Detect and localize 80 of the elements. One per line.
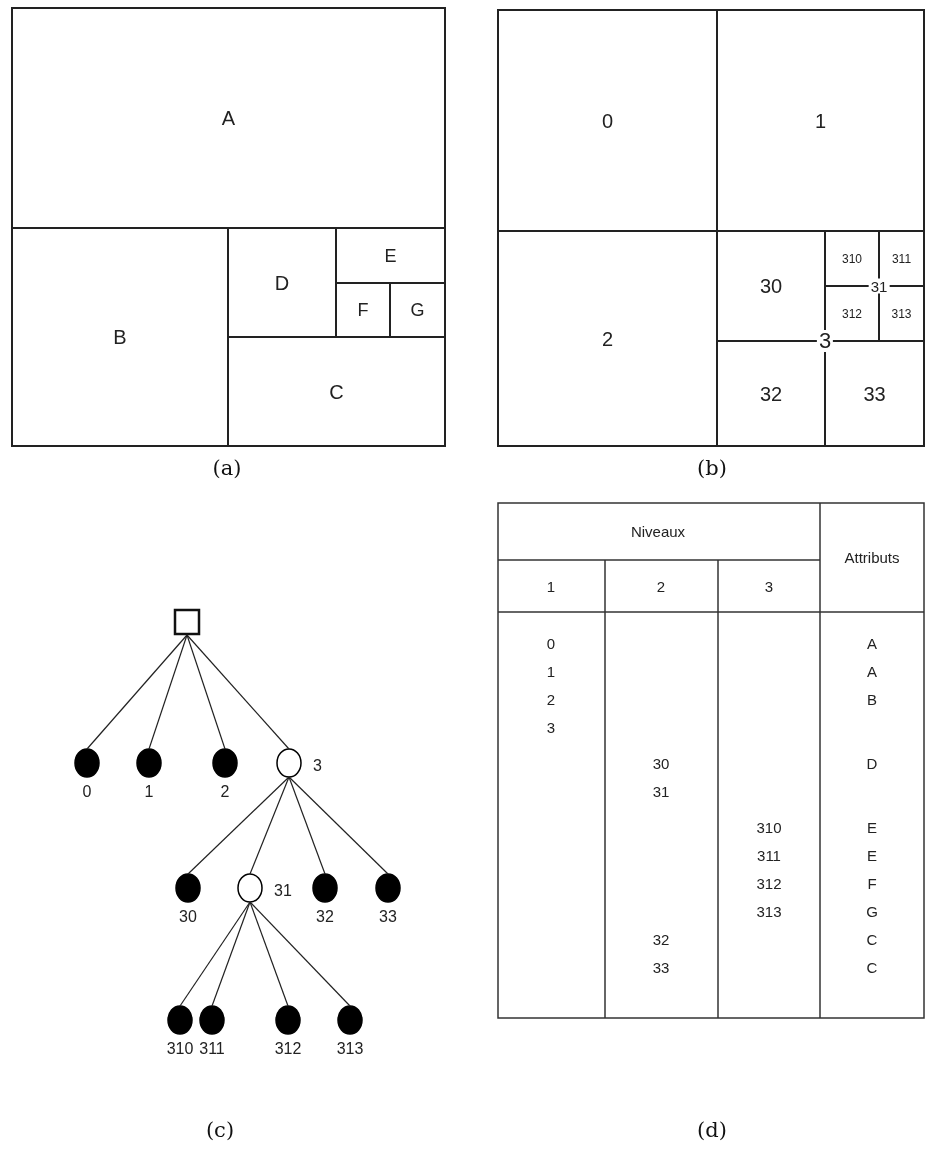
region-label: 0: [601, 110, 614, 131]
node-label: 0: [82, 784, 92, 800]
region-cell: [716, 9, 925, 232]
tree-edge: [288, 776, 389, 875]
table-header: Attributs: [844, 549, 900, 565]
tree-edge: [186, 634, 290, 750]
node-label: 312: [274, 1041, 302, 1057]
table-value: E: [867, 847, 877, 863]
tree-edge: [249, 901, 351, 1007]
region-label: C: [329, 381, 344, 402]
region-label: A: [221, 108, 236, 128]
region-label: 311: [891, 252, 912, 265]
region-cell: [11, 7, 446, 229]
region-label: E: [384, 246, 397, 265]
region-label: F: [357, 301, 369, 319]
region-label: D: [274, 272, 290, 293]
region-label: 2: [601, 328, 614, 349]
table-value: 310: [756, 819, 782, 835]
table-value: D: [866, 755, 878, 771]
table-value: 32: [652, 931, 670, 947]
table-value: C: [866, 931, 878, 947]
table-value: 30: [652, 755, 670, 771]
table-value: 2: [546, 691, 556, 707]
tree-edge: [249, 901, 289, 1007]
table-value: B: [867, 691, 877, 707]
region-label: 33: [863, 383, 886, 404]
region-cell: [497, 9, 718, 232]
tree-edge: [86, 634, 188, 750]
table-value: 33: [652, 959, 670, 975]
quadrant-label: 3: [816, 330, 834, 352]
table-value: E: [867, 819, 877, 835]
tree-edge: [249, 776, 290, 875]
table-value: 313: [756, 903, 782, 919]
region-label: 313: [891, 307, 912, 320]
tree-edge: [211, 901, 251, 1007]
table-value: 311: [757, 847, 781, 863]
region-label: 1: [814, 110, 827, 131]
node-label: 30: [179, 909, 197, 925]
region-cell: [227, 336, 446, 447]
table-value: 1: [546, 663, 556, 679]
region-label: B: [113, 327, 127, 347]
region-cell: [497, 230, 718, 447]
table-header: 1: [546, 578, 556, 594]
node-label: 1: [144, 784, 154, 800]
node-label: 31: [274, 883, 292, 899]
node-label: 311: [199, 1041, 225, 1057]
panel-caption: (d): [697, 1119, 727, 1141]
tree-edge: [148, 634, 188, 750]
region-cell: [11, 227, 229, 447]
table-value: A: [867, 663, 877, 679]
node-label: 2: [220, 784, 230, 800]
tree-edge: [187, 776, 290, 875]
panel-caption: (a): [212, 457, 242, 479]
node-label: 3: [313, 758, 322, 774]
tree-edge: [179, 901, 251, 1007]
tree-edge: [288, 776, 326, 875]
table-value: 0: [546, 635, 556, 651]
table-header: Niveaux: [630, 523, 686, 539]
node-label: 32: [316, 909, 334, 925]
table-value: 312: [756, 875, 782, 891]
table-value: C: [866, 959, 878, 975]
region-label: 312: [842, 307, 862, 320]
table-header: 3: [764, 578, 774, 594]
quadrant-label: 31: [868, 278, 890, 294]
node-label: 313: [336, 1041, 364, 1057]
panel-caption: (c): [205, 1119, 235, 1141]
panel-caption: (b): [697, 457, 727, 479]
region-label: 32: [759, 383, 783, 404]
node-label: 310: [166, 1041, 194, 1057]
table-value: A: [867, 635, 877, 651]
table-value: 31: [652, 783, 670, 799]
table-header: 2: [656, 578, 666, 594]
table-value: G: [866, 903, 878, 919]
region-label: 30: [759, 276, 783, 296]
region-label: G: [410, 301, 425, 319]
table-value: F: [867, 875, 877, 891]
table-value: 3: [546, 719, 556, 735]
region-label: 310: [842, 252, 862, 265]
tree-edge: [186, 634, 226, 750]
node-label: 33: [379, 909, 397, 925]
